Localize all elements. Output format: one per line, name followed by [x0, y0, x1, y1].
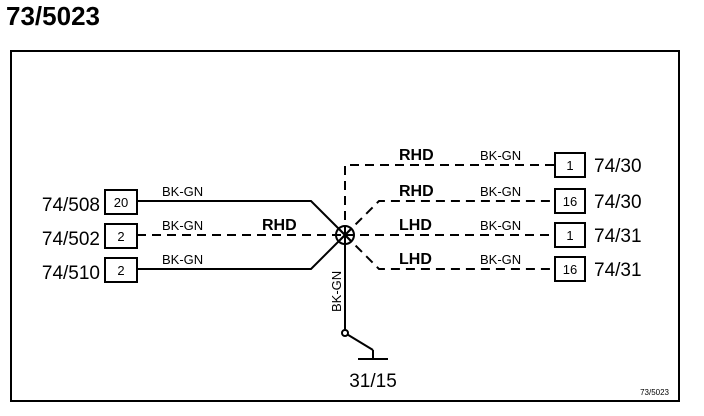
right-connector-ref: 74/31	[594, 260, 642, 281]
variant-label: LHD	[399, 251, 432, 268]
diagram-frame	[10, 50, 680, 402]
left-connector-pin: 2	[117, 263, 124, 278]
wire-74-31-pin16	[344, 234, 555, 270]
wire-color-label: BK-GN	[329, 271, 344, 312]
wire-74-30-pin1	[344, 164, 555, 235]
right-connector-ref: 74/30	[594, 192, 642, 213]
variant-label: LHD	[399, 217, 432, 234]
right-connector-pin: 16	[563, 194, 577, 209]
right-connector-box	[554, 188, 586, 214]
variant-label: RHD	[399, 183, 434, 200]
splice-cross	[337, 227, 353, 243]
splice-point	[335, 225, 355, 245]
wire-color-label: BK-GN	[162, 218, 203, 233]
wire-color-label: BK-GN	[162, 252, 203, 267]
wire-color-label: BK-GN	[480, 218, 521, 233]
right-connector-box	[554, 152, 586, 178]
left-connector-ref: 74/508	[42, 195, 100, 216]
ground-node	[341, 329, 349, 337]
variant-label: RHD	[399, 147, 434, 164]
right-connector-box	[554, 222, 586, 248]
variant-label: RHD	[262, 217, 297, 234]
left-connector-pin: 20	[114, 195, 128, 210]
right-connector-ref: 74/31	[594, 226, 642, 247]
wire-74-30-pin16	[344, 200, 555, 236]
right-connector-pin: 16	[563, 262, 577, 277]
right-connector-pin: 1	[566, 158, 573, 173]
page-title: 73/5023	[6, 1, 100, 31]
right-connector-pin: 1	[566, 228, 573, 243]
wire-color-label: BK-GN	[480, 252, 521, 267]
ground-ref: 31/15	[349, 371, 397, 392]
left-connector-ref: 74/502	[42, 229, 100, 250]
ground-symbol	[344, 332, 388, 360]
wire-74-510	[137, 234, 346, 270]
figure-id: 73/5023	[640, 388, 669, 397]
left-connector-pin: 2	[117, 229, 124, 244]
right-connector-ref: 74/30	[594, 156, 642, 177]
wire-color-label: BK-GN	[480, 148, 521, 163]
left-connector-box	[104, 257, 138, 283]
wire-color-label: BK-GN	[480, 184, 521, 199]
left-connector-box	[104, 223, 138, 249]
wire-74-508	[137, 200, 346, 236]
wire-color-label: BK-GN	[162, 184, 203, 199]
left-connector-box	[104, 189, 138, 215]
right-connector-box	[554, 256, 586, 282]
left-connector-ref: 74/510	[42, 263, 100, 284]
